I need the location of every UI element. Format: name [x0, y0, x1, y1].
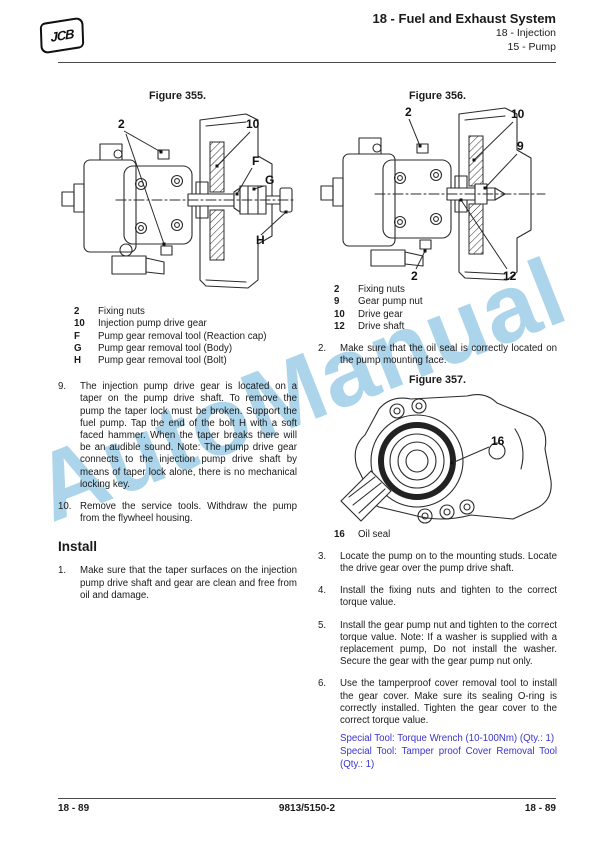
- legend-row: 10 Drive gear: [334, 309, 557, 321]
- legend-key: 10: [74, 318, 85, 330]
- fig355-callout-2: 2: [118, 117, 125, 131]
- step-6: 6. Use the tamperproof cover removal too…: [318, 678, 557, 727]
- step-number: 10.: [58, 501, 72, 513]
- fig356-callout-12: 12: [503, 269, 517, 283]
- legend-key: 12: [334, 320, 345, 332]
- legend-key: 9: [334, 296, 340, 308]
- step-text: Install the gear pump nut and tighten to…: [340, 619, 557, 668]
- legend-desc: Drive shaft: [358, 320, 405, 332]
- install-heading: Install: [58, 539, 98, 555]
- special-tool-cover-removal: Special Tool: Tamper proof Cover Removal…: [340, 746, 557, 770]
- legend-key: 2: [74, 306, 80, 318]
- figure-356-caption: Figure 356.: [408, 90, 466, 102]
- footer-doc-number: 9813/5150-2: [278, 803, 336, 814]
- fig356-callout-9: 9: [517, 139, 524, 153]
- special-tools: Special Tool: Torque Wrench (10-100Nm) (…: [318, 733, 557, 771]
- right-column: Figure 356.: [318, 90, 557, 772]
- special-tool-torque-wrench: Special Tool: Torque Wrench (10-100Nm) (…: [340, 733, 555, 745]
- fig357-callout-16: 16: [491, 434, 505, 448]
- step-text: The injection pump drive gear is located…: [80, 381, 297, 490]
- legend-row: 16 Oil seal: [334, 529, 557, 541]
- step-5: 5. Install the gear pump nut and tighten…: [318, 620, 557, 669]
- figure-357-caption: Figure 357.: [408, 374, 466, 387]
- fig356-callout-10: 10: [511, 107, 525, 121]
- figure-356-legend: 2 Fixing nuts 9 Gear pump nut 10 Drive gear…: [318, 284, 557, 333]
- page-subtitle-section: 18 - Injection: [495, 27, 556, 39]
- footer-page-right: 18 - 89: [524, 803, 556, 814]
- figure-355-drawing: 2 10 F G H: [60, 113, 295, 289]
- legend-row: 12 Drive shaft: [334, 321, 557, 333]
- fig355-callout-F: F: [252, 154, 259, 168]
- legend-row: 2 Fixing nuts: [74, 306, 297, 318]
- footer-page-left: 18 - 89: [58, 803, 90, 814]
- legend-desc: Fixing nuts: [358, 284, 405, 296]
- footer-rule: [58, 798, 556, 799]
- fig356-callout-2-top: 2: [405, 105, 412, 119]
- legend-row: 9 Gear pump nut: [334, 296, 557, 308]
- legend-key: 2: [334, 284, 340, 296]
- step-number: 6.: [318, 678, 327, 690]
- fig355-callout-10: 10: [246, 117, 260, 131]
- legend-desc: Drive gear: [358, 308, 403, 320]
- fig355-callout-G: G: [265, 173, 274, 187]
- legend-desc: Fixing nuts: [98, 306, 145, 318]
- jcb-logo: JCB: [39, 16, 85, 55]
- step-text: Make sure that the taper surfaces on the…: [80, 565, 297, 601]
- step-number: 1.: [58, 565, 67, 577]
- fig355-callout-H: H: [256, 233, 265, 247]
- legend-desc: Pump gear removal tool (Reaction cap): [98, 330, 267, 342]
- legend-key: 16: [334, 528, 345, 540]
- fig356-callout-2-bottom: 2: [411, 269, 418, 283]
- step-3: 3. Locate the pump on to the mounting st…: [318, 551, 557, 575]
- header-titles: 18 - Fuel and Exhaust System 18 - Inject…: [372, 12, 556, 54]
- step-text: Locate the pump on to the mounting studs…: [340, 550, 557, 575]
- figure-355-legend: 2 Fixing nuts 10 Injection pump drive gear…: [58, 306, 297, 367]
- figure-357-drawing: 16: [339, 393, 552, 524]
- left-column: Figure 355.: [58, 90, 297, 602]
- step-text: Remove the service tools. Withdraw the p…: [80, 501, 297, 525]
- step-10: 10. Remove the service tools. Withdraw t…: [58, 501, 297, 525]
- legend-desc: Pump gear removal tool (Body): [98, 342, 233, 354]
- legend-key: F: [74, 330, 80, 342]
- page-subtitle-topic: 15 - Pump: [507, 41, 556, 53]
- figure-356-drawing: 2 10 9 12 2: [319, 105, 546, 283]
- step-2: 2. Make sure that the oil seal is correc…: [318, 343, 557, 367]
- step-text: Make sure that the oil seal is correctly…: [340, 343, 557, 367]
- step-text: Install the fixing nuts and tighten to t…: [340, 585, 557, 609]
- legend-desc: Injection pump drive gear: [98, 318, 207, 330]
- legend-key: G: [74, 342, 82, 354]
- step-1: 1. Make sure that the taper surfaces on …: [58, 565, 297, 602]
- legend-row: G Pump gear removal tool (Body): [74, 343, 297, 355]
- footer: 18 - 89 9813/5150-2 18 - 89: [58, 803, 556, 814]
- step-4: 4. Install the fixing nuts and tighten t…: [318, 585, 557, 609]
- step-text: Use the tamperproof cover removal tool t…: [340, 678, 557, 727]
- page-title: 18 - Fuel and Exhaust System: [372, 11, 556, 26]
- step-9: 9. The injection pump drive gear is loca…: [58, 381, 297, 491]
- legend-key: 10: [334, 308, 345, 320]
- legend-desc: Oil seal: [358, 528, 391, 540]
- step-number: 3.: [318, 550, 327, 562]
- legend-row: H Pump gear removal tool (Bolt): [74, 355, 297, 367]
- figure-357-legend: 16 Oil seal: [318, 529, 557, 541]
- step-number: 2.: [318, 343, 327, 355]
- legend-key: H: [74, 355, 81, 367]
- legend-row: 2 Fixing nuts: [334, 284, 557, 296]
- legend-row: F Pump gear removal tool (Reaction cap): [74, 331, 297, 343]
- figure-355-caption: Figure 355.: [148, 90, 206, 102]
- step-number: 4.: [318, 585, 327, 597]
- step-number: 5.: [318, 619, 327, 631]
- header-rule: [58, 62, 556, 63]
- legend-desc: Pump gear removal tool (Bolt): [98, 355, 227, 367]
- step-number: 9.: [58, 381, 67, 393]
- legend-row: 10 Injection pump drive gear: [74, 318, 297, 330]
- legend-desc: Gear pump nut: [358, 296, 423, 308]
